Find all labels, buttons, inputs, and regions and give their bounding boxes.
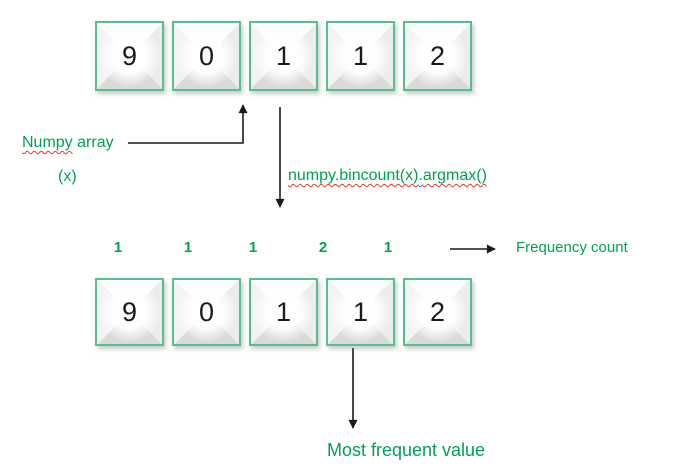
numpy-array-label: Numpy array [22,133,114,152]
array-word: array [72,134,114,151]
array-cell: 9 [95,278,164,346]
array-cell-value: 9 [121,296,138,327]
array-cell-value: 2 [429,40,446,71]
array-cell-value: 1 [275,296,292,327]
array-cell-value: 0 [198,296,215,327]
bincount-code-label: numpy.bincount(x).argmax() [288,166,487,185]
frequency-value: 1 [248,239,258,256]
code-part-bincount: numpy.bincount(x) [288,167,419,184]
x-variable-label: (x) [58,168,77,185]
code-part-dot: . [418,167,423,184]
code-part-argmax: argmax() [422,167,487,184]
frequency-value: 1 [183,239,193,256]
array-cell: 0 [172,278,241,346]
array-cell-value: 1 [275,40,292,71]
frequency-value: 2 [318,239,328,256]
array-cell: 1 [326,278,395,346]
array-cell: 1 [249,21,318,91]
most-frequent-value-label: Most frequent value [326,440,486,460]
array-cell-value: 1 [352,296,369,327]
frequency-value: 1 [383,239,393,256]
array-cell: 1 [326,21,395,91]
numpy-word: Numpy [22,134,73,151]
array-cell-value: 0 [198,40,215,71]
array-cell: 0 [172,21,241,91]
array-cell-value: 2 [429,296,446,327]
frequency-value: 1 [113,239,123,256]
array-cell: 1 [249,278,318,346]
array-cell: 9 [95,21,164,91]
array-cell-value: 1 [352,40,369,71]
array-cell: 2 [403,21,472,91]
array-cell-value: 9 [121,40,138,71]
array-cell: 2 [403,278,472,346]
arrow-numpy-array-to-top-row [128,104,248,144]
frequency-count-label: Frequency count [516,239,628,256]
